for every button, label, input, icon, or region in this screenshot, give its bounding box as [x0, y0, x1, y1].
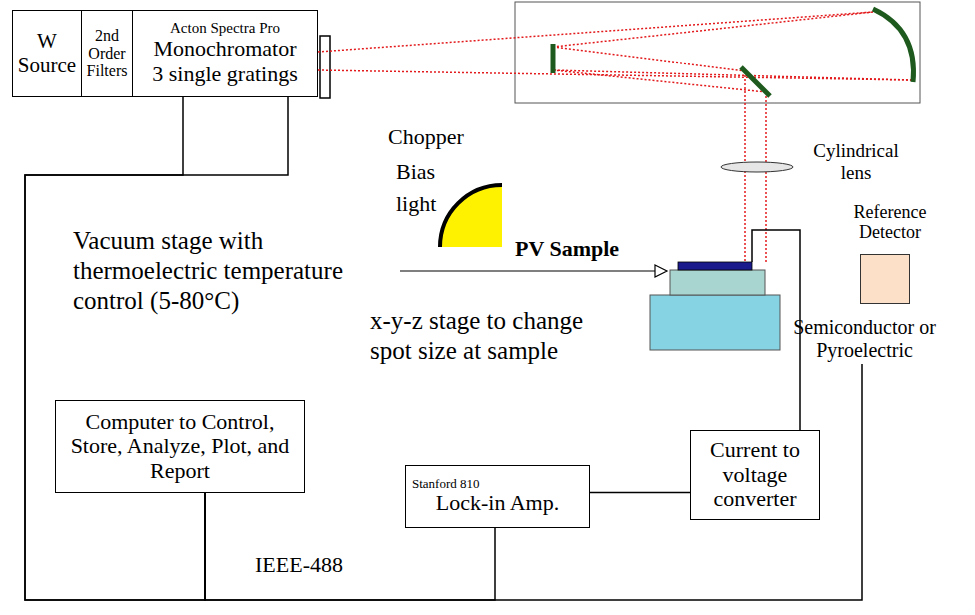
light-ray: [553, 70, 766, 92]
note-label: x-y-z stage to change spot size at sampl…: [370, 306, 610, 366]
bias-light-lamp: [440, 185, 502, 247]
pv-sample: [678, 262, 752, 270]
part-label: Cylindrical lens: [806, 140, 906, 184]
xyz-stage: [650, 295, 780, 350]
signal-wire: [590, 492, 690, 494]
computer-box: Computer to Control, Store, Analyze, Plo…: [55, 400, 305, 493]
box-title: Stanford 810: [412, 477, 480, 492]
note-label: Vacuum stage with thermoelectric tempera…: [73, 226, 393, 316]
light-source-box: W Source: [12, 10, 82, 97]
bias-light-reflector: [440, 185, 502, 247]
sample-wire: [752, 230, 800, 430]
fold-mirror: [741, 67, 770, 96]
curved-mirror: [873, 9, 914, 82]
light-ray: [553, 70, 912, 80]
part-label: Chopper: [388, 124, 464, 149]
box-title: Reference Detector: [845, 202, 935, 242]
box-title: Acton Spectra Pro: [170, 20, 280, 37]
light-ray: [553, 12, 873, 47]
cylindrical-lens: [721, 162, 793, 172]
light-rays: [318, 12, 912, 262]
box-title: Current to voltage converter: [694, 438, 816, 512]
box-title: Computer to Control, Store, Analyze, Plo…: [59, 410, 301, 484]
bus-label: IEEE-488: [255, 552, 343, 577]
signal-wire: [25, 97, 205, 600]
leader-arrow: [400, 270, 655, 271]
converter-box: Current to voltage converter: [690, 430, 820, 520]
light-ray: [765, 92, 767, 262]
lock-in-amplifier-box: Stanford 810Lock-in Amp.: [405, 465, 590, 528]
box-title: 2nd Order Filters: [84, 27, 130, 81]
vacuum-stage: [670, 270, 765, 295]
optics-enclosure: [515, 2, 920, 103]
box-text: Lock-in Amp.: [436, 491, 559, 516]
light-ray: [553, 47, 745, 71]
reference-detector: Reference DetectorSemiconductor or Pyroe…: [780, 202, 950, 361]
monochromator-box: Acton Spectra ProMonochromator 3 single …: [132, 10, 318, 97]
signal-wire: [25, 97, 288, 600]
box-text: Monochromator 3 single gratings: [148, 37, 302, 86]
part-label: Bias light: [396, 156, 444, 220]
chopper-blade: [320, 36, 330, 98]
leader-arrowhead: [655, 265, 667, 277]
box-title: W Source: [15, 30, 79, 77]
filter-box: 2nd Order Filters: [81, 10, 133, 97]
box-text: Semiconductor or Pyroelectric: [792, 316, 937, 361]
flat-mirror: [551, 44, 556, 73]
part-label: PV Sample: [515, 236, 619, 261]
detector-housing: [860, 254, 910, 304]
light-ray: [318, 12, 873, 52]
light-ray: [318, 70, 912, 80]
